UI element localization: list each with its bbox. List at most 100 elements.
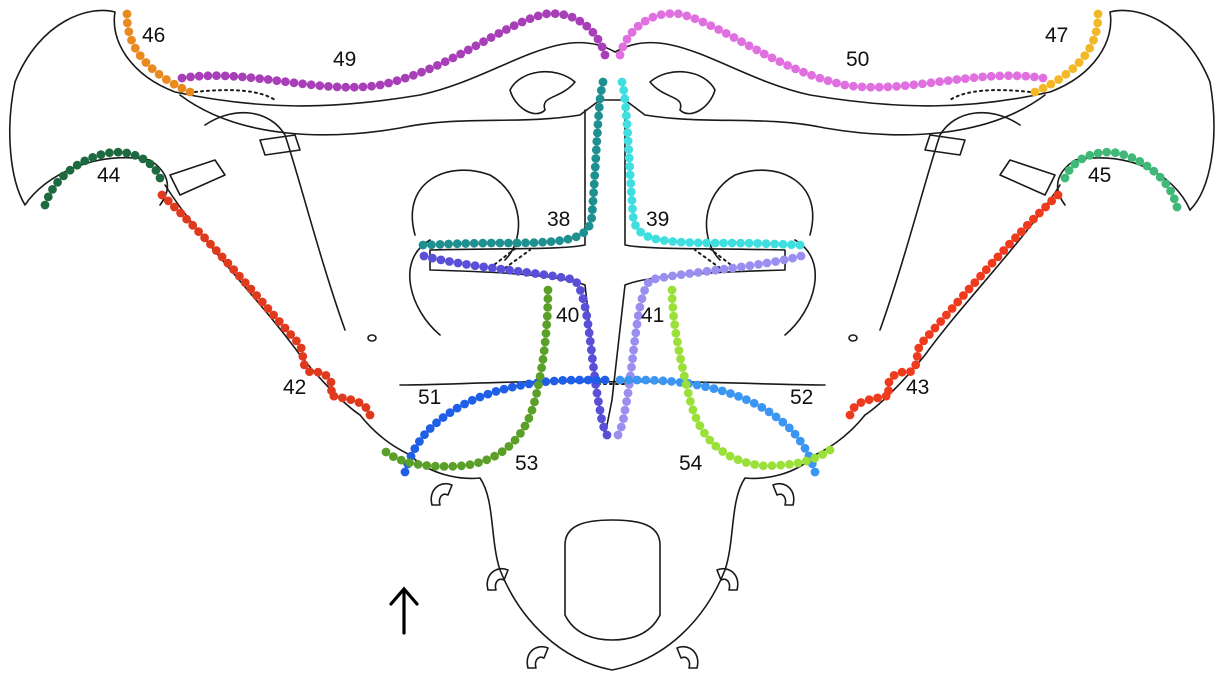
- muscle-41-dot: [624, 389, 633, 398]
- muscle-49-dot: [456, 50, 465, 59]
- muscle-40-dot: [454, 259, 463, 268]
- muscle-49-dot: [401, 74, 410, 83]
- muscle-41-dot: [685, 269, 694, 278]
- muscle-53-dot: [466, 460, 475, 469]
- muscle-53-dot: [543, 312, 552, 321]
- muscle-50-dot: [706, 21, 715, 30]
- muscle-47-dot: [1085, 44, 1094, 53]
- muscle-49-dot: [384, 79, 393, 88]
- muscle-40-dot: [579, 294, 588, 303]
- muscle-38-dot: [564, 235, 573, 244]
- muscle-46-dot: [142, 58, 151, 67]
- muscle-49-dot: [425, 65, 434, 74]
- muscle-39-dot: [677, 238, 686, 247]
- muscle-54-dot: [668, 286, 677, 295]
- muscle-50-dot: [619, 43, 628, 52]
- muscle-40-dot: [488, 264, 497, 273]
- muscle-39-dot: [787, 240, 796, 249]
- muscle-40-dot: [582, 311, 591, 320]
- muscle-38-dot: [599, 78, 608, 87]
- muscle-49-dot: [551, 9, 560, 18]
- muscle-53-dot: [405, 458, 414, 467]
- muscle-51-dot: [525, 380, 534, 389]
- muscle-41-dot: [780, 256, 789, 265]
- muscle-38-dot: [588, 205, 597, 214]
- muscle-45-dot: [1170, 194, 1179, 203]
- muscle-38-dot: [547, 237, 556, 246]
- muscle-46-dot: [148, 64, 157, 73]
- muscle-38-dot: [592, 137, 601, 146]
- muscle-53-dot: [542, 329, 551, 338]
- muscle-40-dot: [597, 414, 606, 423]
- muscle-39-dot: [694, 238, 703, 247]
- muscle-45-dot: [1166, 187, 1175, 196]
- muscle-50-dot: [730, 33, 739, 42]
- muscle-51-dot: [492, 387, 501, 396]
- muscle-51-dot: [592, 376, 601, 385]
- muscle-49-dot: [518, 18, 527, 27]
- muscle-45-dot: [1065, 166, 1074, 175]
- muscle-39-dot: [736, 239, 745, 248]
- muscle-53-dot: [540, 346, 549, 355]
- muscle-49-dot: [333, 83, 342, 92]
- muscle-40-dot: [514, 267, 523, 276]
- muscle-50-dot: [866, 83, 875, 92]
- muscle-50-dot: [824, 76, 833, 85]
- muscle-41-dot: [638, 294, 647, 303]
- muscle-42-dot: [305, 367, 314, 376]
- label-51: 51: [418, 386, 441, 409]
- muscle-49-dot: [494, 29, 503, 38]
- muscle-44-dot: [80, 157, 89, 166]
- muscle-43-dot: [882, 392, 891, 401]
- muscle-38-dot: [504, 239, 513, 248]
- muscle-47-dots: [1031, 10, 1103, 97]
- muscle-50-dot: [657, 10, 666, 19]
- muscle-53-dot: [536, 372, 545, 381]
- muscle-50-dot: [1021, 72, 1030, 81]
- muscle-49-dot: [229, 72, 238, 81]
- label-47: 47: [1045, 24, 1068, 47]
- muscle-41-dot: [797, 252, 806, 261]
- muscle-51-dot: [500, 385, 509, 394]
- muscle-39-dot: [636, 228, 645, 237]
- muscle-52-dot: [701, 382, 710, 391]
- muscle-52-dot: [750, 399, 759, 408]
- muscle-39-dot: [626, 179, 635, 188]
- muscle-40-dot: [596, 406, 605, 415]
- muscle-54-dot: [826, 446, 835, 455]
- muscle-41-dot: [644, 278, 653, 287]
- muscle-41-dot: [703, 267, 712, 276]
- muscle-47-dot: [1031, 88, 1040, 97]
- muscle-50-dot: [961, 74, 970, 83]
- muscle-38-dot: [521, 238, 530, 247]
- muscle-39-dot: [770, 240, 779, 249]
- muscle-39-dot: [753, 239, 762, 248]
- muscle-50-dot: [995, 72, 1004, 81]
- muscle-49-dot: [315, 81, 324, 90]
- muscle-53-dot: [482, 455, 491, 464]
- muscle-54-dot: [695, 421, 704, 430]
- muscle-49-dot: [178, 74, 187, 83]
- muscle-49-dot: [212, 71, 221, 80]
- muscle-53-dot: [474, 458, 483, 467]
- muscle-39-dot: [796, 241, 805, 250]
- muscle-50-dot: [875, 83, 884, 92]
- muscle-45-dot: [1078, 155, 1087, 164]
- muscle-54-dot: [678, 363, 687, 372]
- muscle-53-dot: [431, 462, 440, 471]
- muscle-42-dot: [362, 403, 371, 412]
- muscle-54-dot: [726, 452, 735, 461]
- muscle-54-dot: [700, 429, 709, 438]
- muscle-50-dot: [775, 57, 784, 66]
- muscle-41-dot: [640, 286, 649, 295]
- muscle-49-dot: [601, 51, 610, 60]
- muscle-50-dot: [884, 83, 893, 92]
- muscle-38-dot: [530, 238, 539, 247]
- muscle-44-dot: [97, 150, 106, 159]
- muscle-51-dot: [508, 383, 517, 392]
- muscle-46-dot: [123, 10, 132, 19]
- muscle-50-dot: [944, 76, 953, 85]
- label-53: 53: [515, 452, 538, 475]
- muscle-39-dot: [685, 238, 694, 247]
- muscle-39-dot: [762, 239, 771, 248]
